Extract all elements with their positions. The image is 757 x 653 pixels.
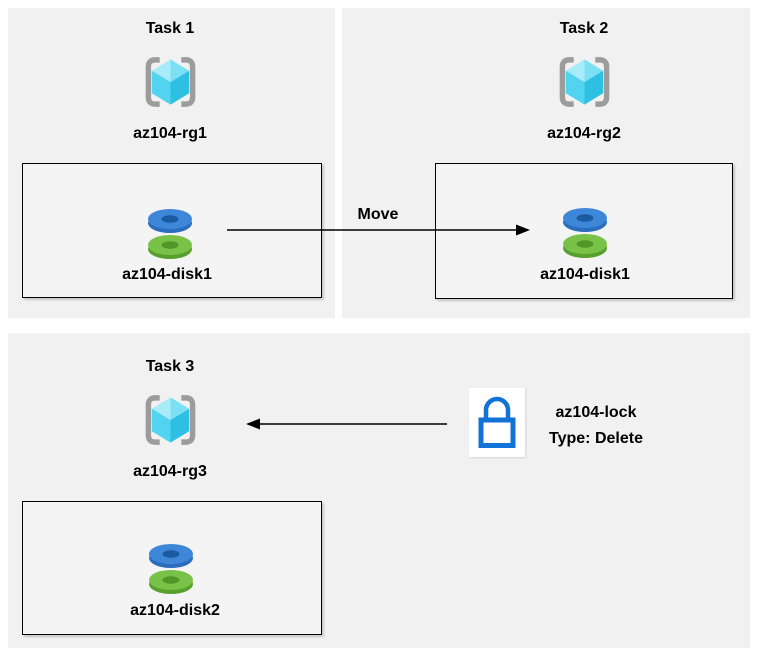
disk-icon — [557, 203, 613, 259]
lock-name-label: az104-lock — [555, 404, 637, 421]
disk-icon — [143, 539, 199, 595]
task3-title: Task 3 — [145, 358, 195, 375]
task2-disk-label: az104-disk1 — [540, 266, 630, 283]
task2-title: Task 2 — [559, 20, 609, 37]
move-arrow-label: Move — [357, 206, 399, 223]
task3-resource-group-label: az104-rg3 — [133, 463, 207, 480]
move-arrow — [227, 224, 530, 236]
disk-icon — [142, 204, 198, 260]
resource-group-icon — [142, 391, 199, 449]
lock-label-group: az104-lock Type: Delete — [533, 400, 659, 452]
task3-disk-label: az104-disk2 — [130, 602, 220, 619]
lock-arrow — [246, 418, 447, 430]
task1-resource-group-label: az104-rg1 — [133, 125, 207, 142]
task3-disk-box — [22, 501, 322, 635]
resource-group-icon — [556, 53, 613, 111]
task1-title: Task 1 — [145, 20, 195, 37]
task2-resource-group-label: az104-rg2 — [547, 125, 621, 142]
task1-disk-label: az104-disk1 — [122, 266, 212, 283]
lock-type-label: Type: Delete — [549, 430, 643, 447]
lock-icon — [469, 388, 525, 457]
resource-group-icon — [142, 53, 199, 111]
